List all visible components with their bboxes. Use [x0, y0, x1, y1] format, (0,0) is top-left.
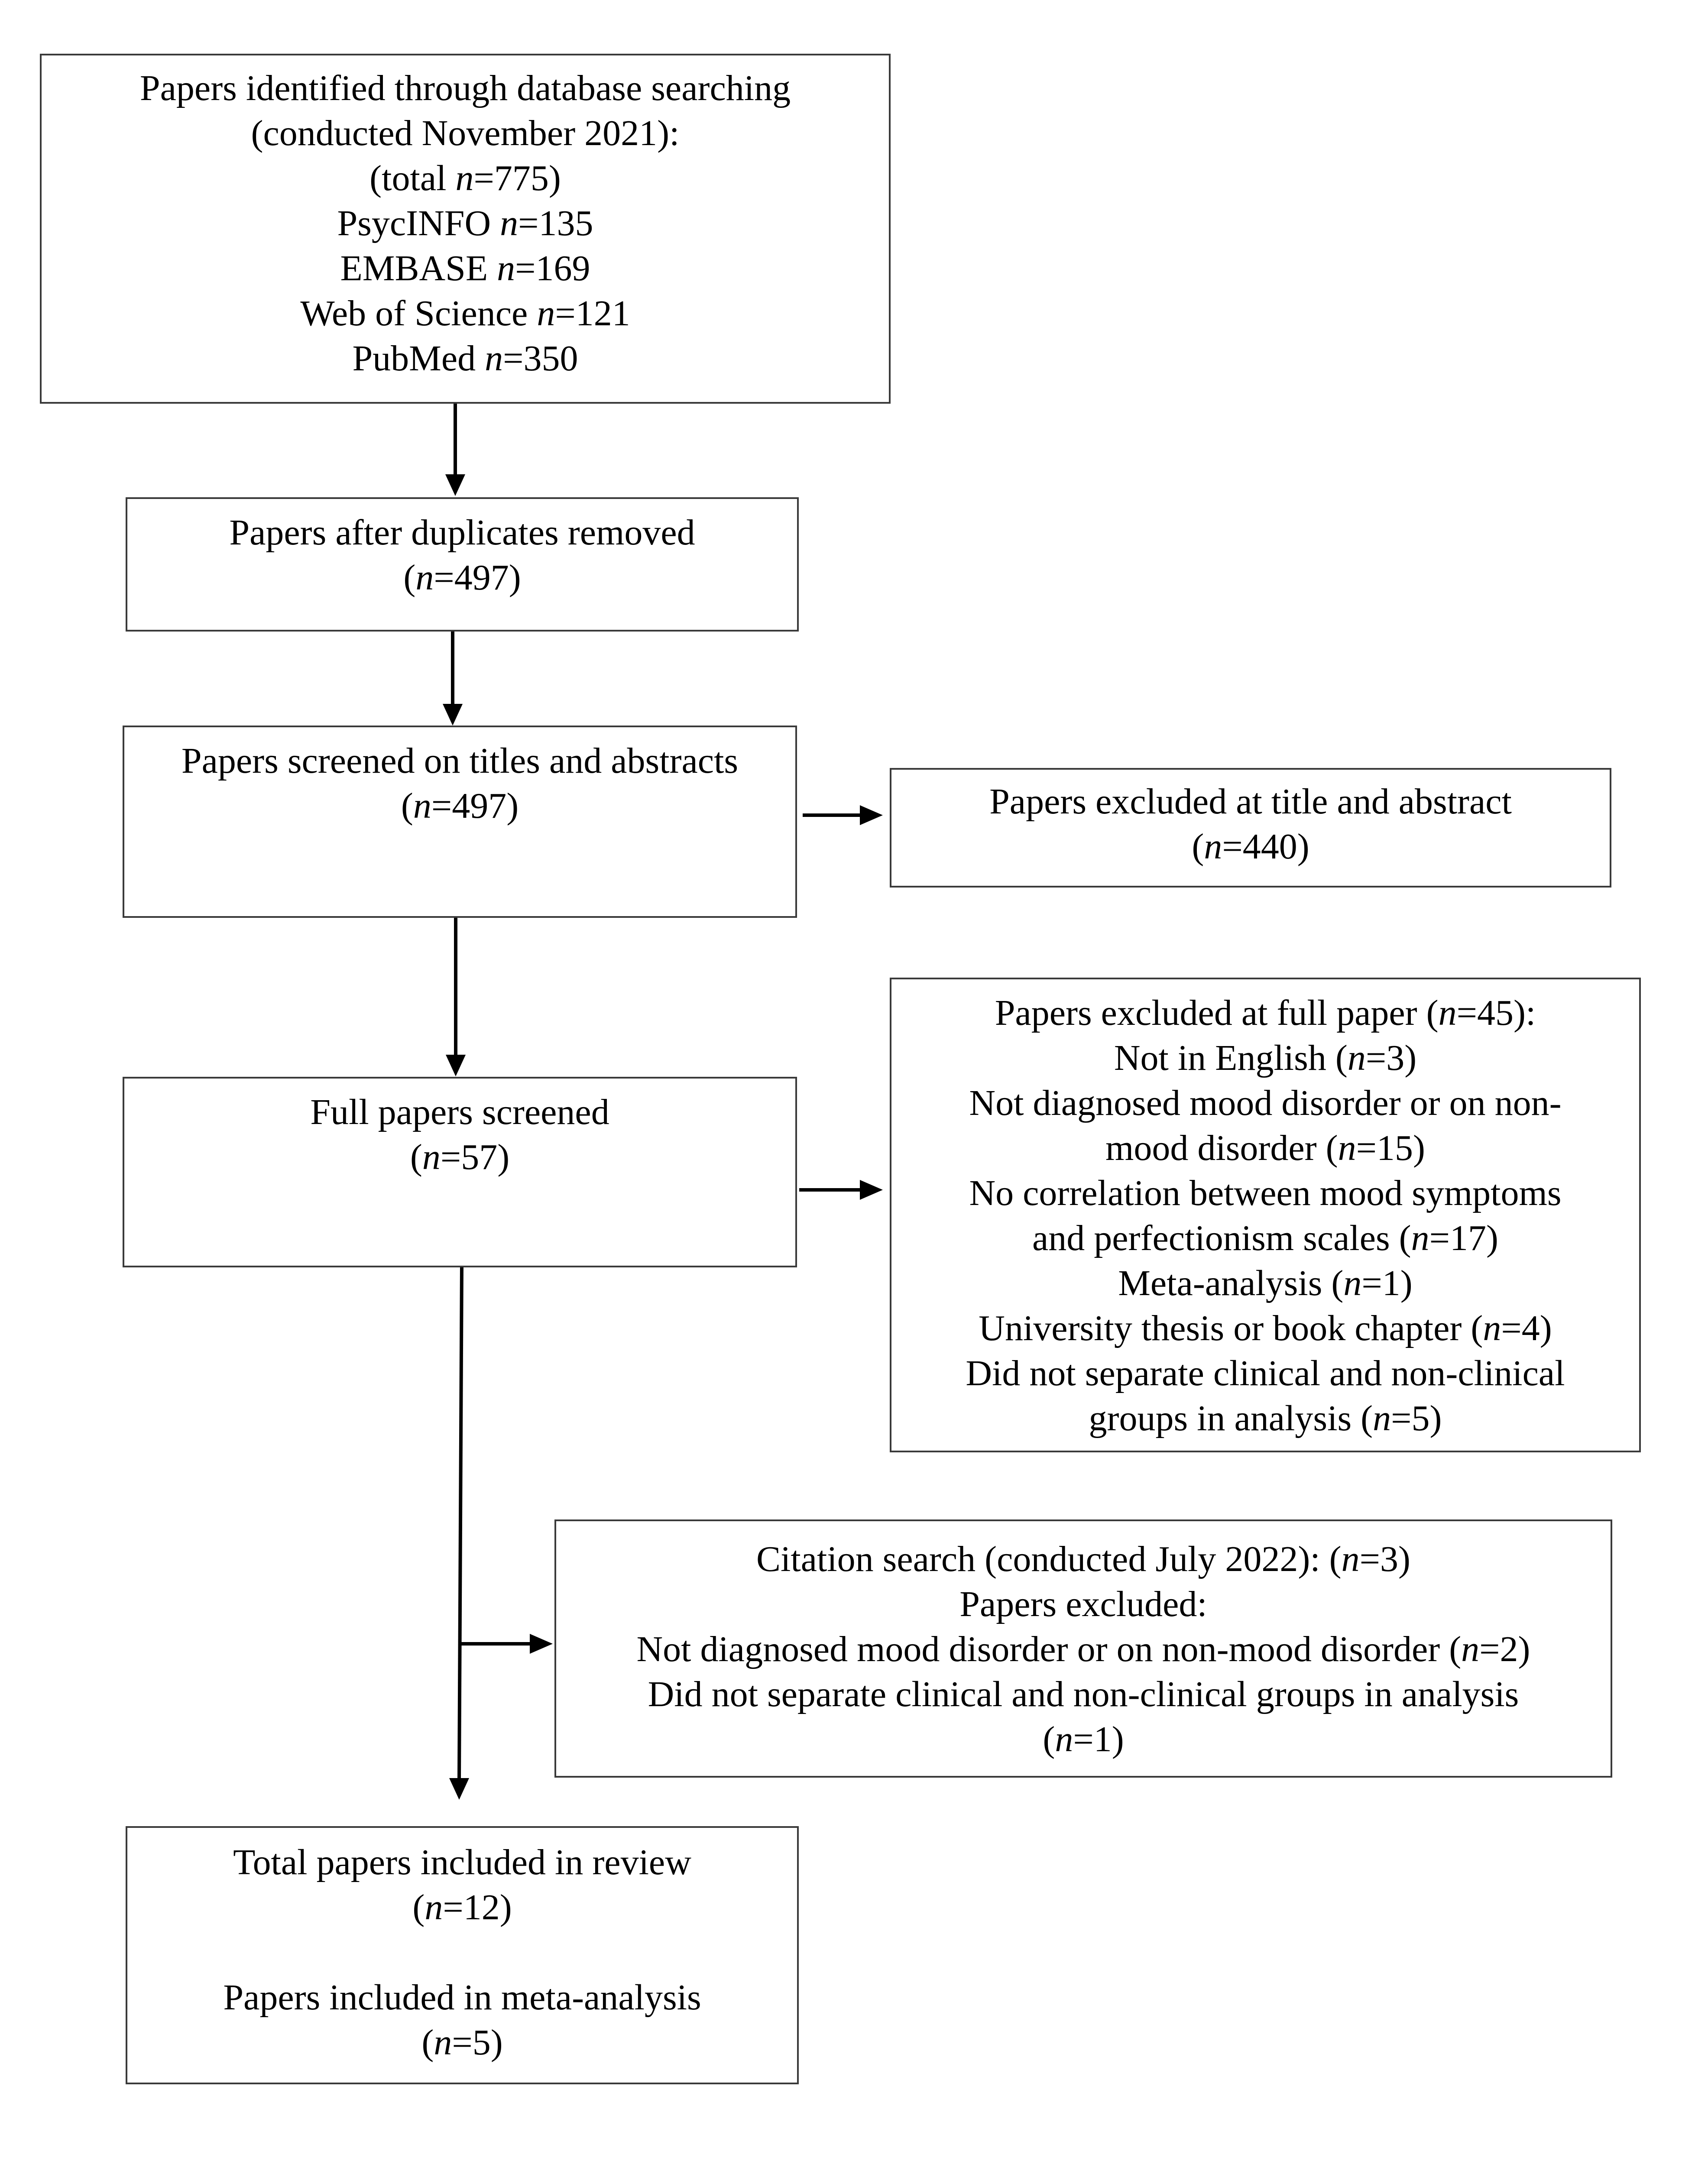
excluded-ta-line-2: (n=440) [1192, 826, 1309, 867]
citation-line-4: Did not separate clinical and non-clinic… [648, 1674, 1519, 1714]
excluded-fp-line-6: and perfectionism scales (n=17) [1032, 1218, 1499, 1258]
excluded-fp-line-3: Not diagnosed mood disorder or on non- [969, 1083, 1562, 1123]
excluded-fp-line-2: Not in English (n=3) [1114, 1038, 1417, 1078]
citation-line-5: (n=1) [1043, 1719, 1124, 1759]
included-spacer [127, 1930, 797, 1975]
identified-line-4: PsycINFO n=135 [337, 203, 593, 243]
included-box: Total papers included in review (n=12) P… [126, 1826, 799, 2084]
excluded-fp-line-9: Did not separate clinical and non-clinic… [966, 1353, 1565, 1393]
included-line-2: (n=12) [412, 1887, 512, 1928]
identified-line-3: (total n=775) [369, 158, 561, 198]
included-line-1: Total papers included in review [233, 1842, 691, 1882]
arrowhead-excluded-fp [860, 1180, 883, 1200]
included-line-3: Papers included in meta-analysis [223, 1977, 701, 2018]
identified-line-5: EMBASE n=169 [340, 248, 590, 288]
identified-line-6: Web of Science n=121 [300, 293, 630, 334]
arrowhead-excluded-ta [860, 805, 883, 825]
arrowhead-screened [443, 704, 463, 726]
excluded-fp-line-8: University thesis or book chapter (n=4) [979, 1308, 1552, 1348]
citation-search-box: Citation search (conducted July 2022): (… [554, 1519, 1612, 1778]
screened-box: Papers screened on titles and abstracts … [123, 726, 797, 918]
citation-line-3: Not diagnosed mood disorder or on non-mo… [636, 1629, 1530, 1669]
included-line-4: (n=5) [421, 2022, 503, 2063]
excluded-fp-line-5: No correlation between mood symptoms [969, 1173, 1562, 1213]
excluded-fp-line-4: mood disorder (n=15) [1105, 1128, 1425, 1168]
citation-line-2: Papers excluded: [959, 1584, 1207, 1624]
excluded-ta-line-1: Papers excluded at title and abstract [989, 781, 1512, 822]
screened-line-2: (n=497) [401, 786, 519, 826]
excluded-fp-line-10: groups in analysis (n=5) [1089, 1398, 1442, 1438]
duplicates-line-1: Papers after duplicates removed [229, 512, 695, 553]
identified-line-1: Papers identified through database searc… [139, 68, 791, 108]
identified-line-2: (conducted November 2021): [251, 113, 680, 153]
full-papers-box: Full papers screened (n=57) [123, 1077, 797, 1267]
excluded-full-paper-box: Papers excluded at full paper (n=45): No… [890, 978, 1641, 1452]
excluded-title-abstract-box: Papers excluded at title and abstract (n… [890, 768, 1611, 888]
arrow-full-to-included [457, 1264, 463, 1781]
duplicates-removed-box: Papers after duplicates removed (n=497) [126, 497, 799, 632]
citation-line-1: Citation search (conducted July 2022): (… [756, 1539, 1410, 1579]
excluded-fp-line-1: Papers excluded at full paper (n=45): [995, 993, 1536, 1033]
duplicates-line-2: (n=497) [403, 557, 521, 598]
excluded-fp-line-7: Meta-analysis (n=1) [1118, 1263, 1413, 1303]
identified-line-7: PubMed n=350 [352, 338, 578, 379]
arrowhead-duplicates [445, 474, 465, 496]
full-papers-line-1: Full papers screened [310, 1092, 609, 1132]
arrowhead-included [449, 1778, 469, 1800]
arrowhead-citation [530, 1634, 553, 1654]
full-papers-line-2: (n=57) [410, 1137, 510, 1177]
arrowhead-full [446, 1055, 466, 1076]
identified-box: Papers identified through database searc… [40, 54, 891, 404]
screened-line-1: Papers screened on titles and abstracts [181, 741, 739, 781]
